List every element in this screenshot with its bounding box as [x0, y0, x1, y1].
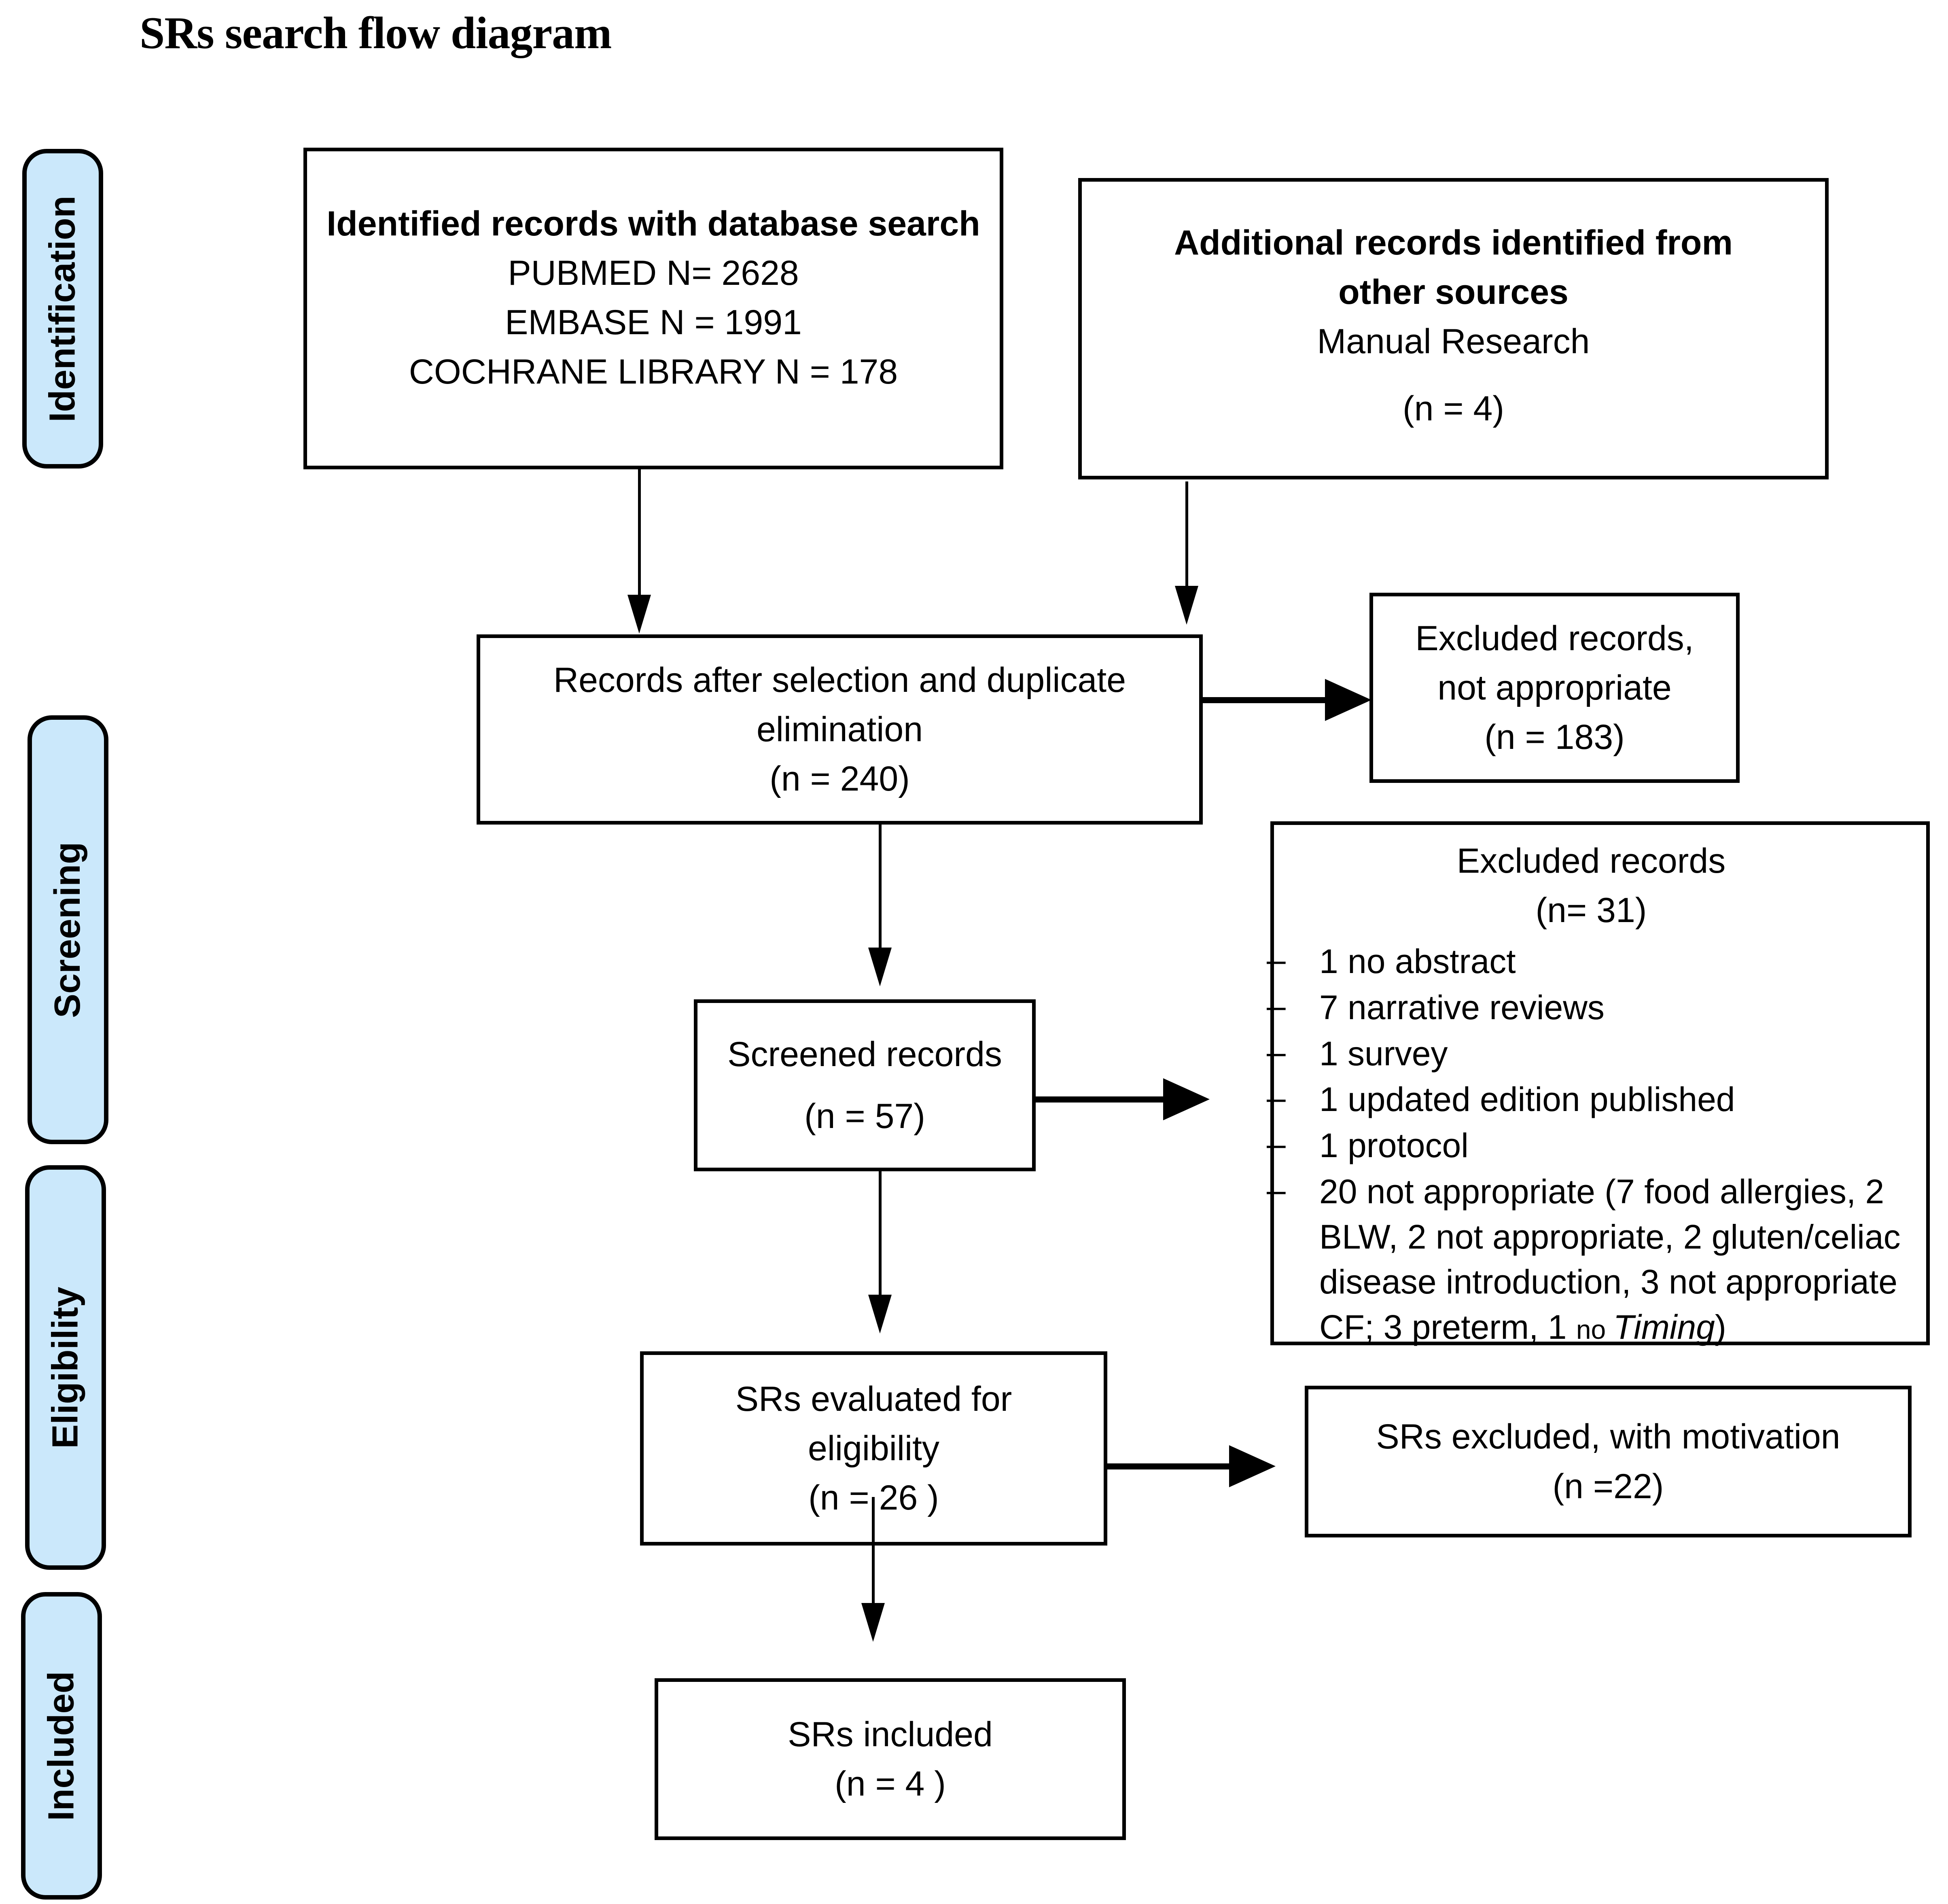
arrow-screened-to-evaluated-line — [879, 1171, 882, 1297]
stage-tab-screening-label: Screening — [47, 842, 88, 1018]
records-after-dedup-line2: elimination — [756, 710, 923, 749]
list-bullet-dash: – — [1267, 1170, 1286, 1209]
stage-tab-screening: Screening — [28, 715, 108, 1144]
list-item: – 20 not appropriate (7 food allergies, … — [1267, 1169, 1908, 1350]
excluded-not-appropriate-count: (n = 183) — [1484, 718, 1625, 757]
arrow-screened-to-excluded-list-head — [1163, 1078, 1210, 1120]
box-srs-excluded: SRs excluded, with motivation (n =22) — [1305, 1386, 1912, 1537]
list-item-text-italic: Timing — [1613, 1308, 1715, 1346]
arrow-dedup-to-excluded-line — [1203, 697, 1336, 703]
arrow-dedup-to-screened-line — [879, 825, 882, 950]
excluded-not-appropriate-line2: not appropriate — [1437, 668, 1672, 707]
arrow-screened-to-evaluated-head — [868, 1295, 892, 1334]
list-bullet-dash: – — [1267, 1125, 1286, 1163]
stage-tab-included-label: Included — [41, 1671, 82, 1821]
srs-excluded-count: (n =22) — [1552, 1467, 1664, 1506]
screened-records-label: Screened records — [727, 1035, 1002, 1074]
srs-included-label: SRs included — [788, 1715, 993, 1754]
list-item: – 1 updated edition published — [1267, 1077, 1908, 1122]
arrow-dedup-to-screened-head — [868, 948, 892, 986]
list-bullet-dash: – — [1267, 986, 1286, 1025]
identified-records-cochrane: COCHRANE LIBRARY N = 178 — [409, 352, 898, 392]
records-after-dedup-count: (n = 240) — [769, 759, 910, 799]
box-excluded-records-list: Excluded records (n= 31) – 1 no abstract… — [1267, 821, 1930, 1346]
arrow-additional-to-dedup-head — [1175, 586, 1198, 625]
box-identified-records: Identified records with database search … — [303, 148, 1003, 469]
arrow-evaluated-to-included-line — [872, 1497, 875, 1606]
additional-records-heading: Additional records identified from other… — [1174, 223, 1733, 312]
page-title: SRs search flow diagram — [140, 8, 612, 58]
list-item-text: 7 narrative reviews — [1319, 988, 1605, 1026]
screened-records-count: (n = 57) — [804, 1096, 925, 1136]
identified-records-pubmed: PUBMED N= 2628 — [508, 254, 799, 293]
arrow-dedup-to-excluded-head — [1325, 679, 1371, 721]
excluded-records-list-heading: Excluded records — [1456, 842, 1726, 880]
list-item-text-small: no — [1576, 1314, 1613, 1344]
list-item-text: 1 no abstract — [1319, 942, 1516, 981]
stage-tab-eligibility-label: Eligibility — [45, 1286, 86, 1449]
arrow-evaluated-to-included-head — [861, 1603, 885, 1642]
stage-tab-included: Included — [21, 1592, 102, 1900]
srs-evaluated-line2: eligibility — [808, 1429, 940, 1468]
list-item: – 1 protocol — [1267, 1123, 1908, 1168]
list-bullet-dash: – — [1267, 941, 1286, 979]
excluded-records-list-count: (n= 31) — [1535, 891, 1647, 930]
box-screened-records: Screened records (n = 57) — [694, 999, 1036, 1171]
arrow-identified-to-dedup-head — [627, 595, 651, 634]
srs-included-count: (n = 4 ) — [835, 1764, 946, 1803]
excluded-records-list: – 1 no abstract – 7 narrative reviews – … — [1267, 939, 1908, 1350]
stage-tab-identification-label: Identification — [42, 195, 83, 422]
additional-records-count: (n = 4) — [1403, 389, 1504, 428]
list-item-text: 1 survey — [1319, 1034, 1448, 1073]
identified-records-heading: Identified records with database search — [326, 204, 980, 243]
arrow-identified-to-dedup-line — [638, 469, 641, 597]
excluded-not-appropriate-line1: Excluded records, — [1415, 619, 1694, 658]
arrow-screened-to-excluded-list-line — [1036, 1096, 1173, 1103]
identified-records-embase: EMBASE N = 1991 — [505, 303, 802, 342]
additional-records-source: Manual Research — [1317, 322, 1590, 361]
srs-evaluated-line1: SRs evaluated for — [735, 1379, 1012, 1418]
stage-tab-eligibility: Eligibility — [25, 1165, 106, 1570]
arrow-evaluated-to-excluded-head — [1229, 1445, 1276, 1487]
box-additional-records: Additional records identified from other… — [1078, 178, 1829, 479]
box-excluded-not-appropriate: Excluded records, not appropriate (n = 1… — [1369, 593, 1740, 783]
list-item: – 1 survey — [1267, 1031, 1908, 1077]
list-item: – 1 no abstract — [1267, 939, 1908, 984]
records-after-dedup-line1: Records after selection and duplicate — [553, 660, 1126, 700]
srs-excluded-label: SRs excluded, with motivation — [1376, 1417, 1840, 1457]
list-item: – 7 narrative reviews — [1267, 985, 1908, 1030]
list-item-text-part1: 20 not appropriate (7 food allergies, 2 … — [1319, 1172, 1901, 1346]
stage-tab-identification: Identification — [22, 149, 103, 469]
list-item-text: 1 updated edition published — [1319, 1080, 1735, 1119]
list-item-text-part2: ) — [1715, 1308, 1726, 1346]
list-bullet-dash: – — [1267, 1033, 1286, 1071]
list-bullet-dash: – — [1267, 1079, 1286, 1117]
list-item-text: 1 protocol — [1319, 1126, 1469, 1165]
arrow-evaluated-to-excluded-line — [1107, 1463, 1239, 1469]
arrow-additional-to-dedup-line — [1185, 481, 1188, 597]
box-records-after-dedup: Records after selection and duplicate el… — [477, 634, 1203, 825]
box-srs-included: SRs included (n = 4 ) — [655, 1678, 1126, 1840]
